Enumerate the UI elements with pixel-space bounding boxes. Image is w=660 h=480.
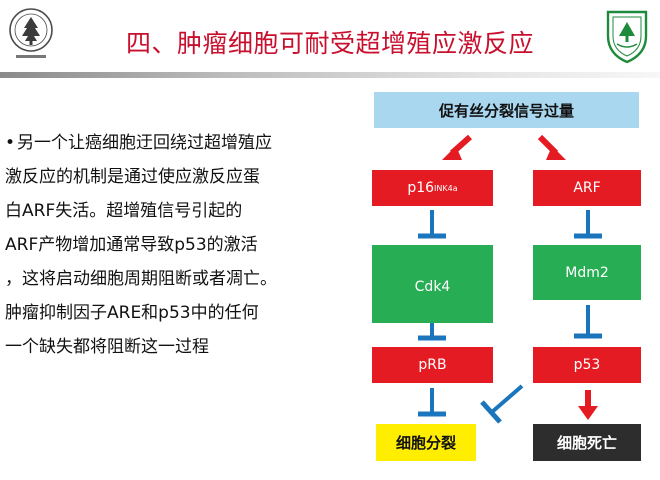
body-line: 肿瘤抑制因子ARE和p53中的任何 — [5, 303, 259, 323]
body-paragraph: •另一个让癌细胞迂回绕过超增殖应 激反应的机制是通过使应激反应蛋 白ARF失活。… — [5, 126, 370, 364]
cell-death-box: 细胞死亡 — [533, 424, 641, 461]
body-line: 白ARF失活。超增殖信号引起的 — [5, 201, 243, 221]
p16-label: p16 — [407, 180, 435, 196]
body-line: ，这将启动细胞周期阻断或者凋亡。 — [5, 269, 277, 289]
body-line: ARF产物增加通常导致p53的激活 — [5, 235, 258, 255]
arrow-p53-to-death-head — [578, 406, 598, 420]
p53-box: p53 — [533, 347, 641, 383]
prb-box: pRB — [372, 347, 493, 383]
mitogenic-signal-box: 促有丝分裂信号过量 — [374, 92, 639, 128]
arrow-signal-to-arf — [537, 134, 559, 156]
body-line: •另一个让癌细胞迂回绕过超增殖应 — [5, 133, 273, 153]
body-line: 一个缺失都将阻断这一过程 — [5, 337, 209, 357]
bullet-marker: • — [5, 133, 16, 153]
arf-box: ARF — [533, 170, 641, 206]
school-emblem-right-icon — [606, 10, 648, 64]
cell-division-box: 细胞分裂 — [376, 424, 476, 461]
slide-title: 四、肿瘤细胞可耐受超增殖应激反应 — [125, 29, 534, 58]
arrow-signal-to-arf-head — [546, 146, 566, 160]
title-divider — [0, 72, 660, 78]
p16-superscript: INK4a — [434, 183, 458, 193]
university-seal-left-icon — [9, 8, 53, 58]
mdm2-box: Mdm2 — [533, 245, 641, 300]
arrow-signal-to-p16 — [450, 134, 472, 156]
arrow-signal-to-p16-head — [442, 146, 462, 160]
cdk4-box: Cdk4 — [372, 245, 493, 323]
body-line: 激反应的机制是通过使应激反应蛋 — [5, 167, 260, 187]
inhibit-p53-proliferation — [490, 384, 524, 414]
inhibit-p53-proliferation-bar — [480, 400, 502, 424]
